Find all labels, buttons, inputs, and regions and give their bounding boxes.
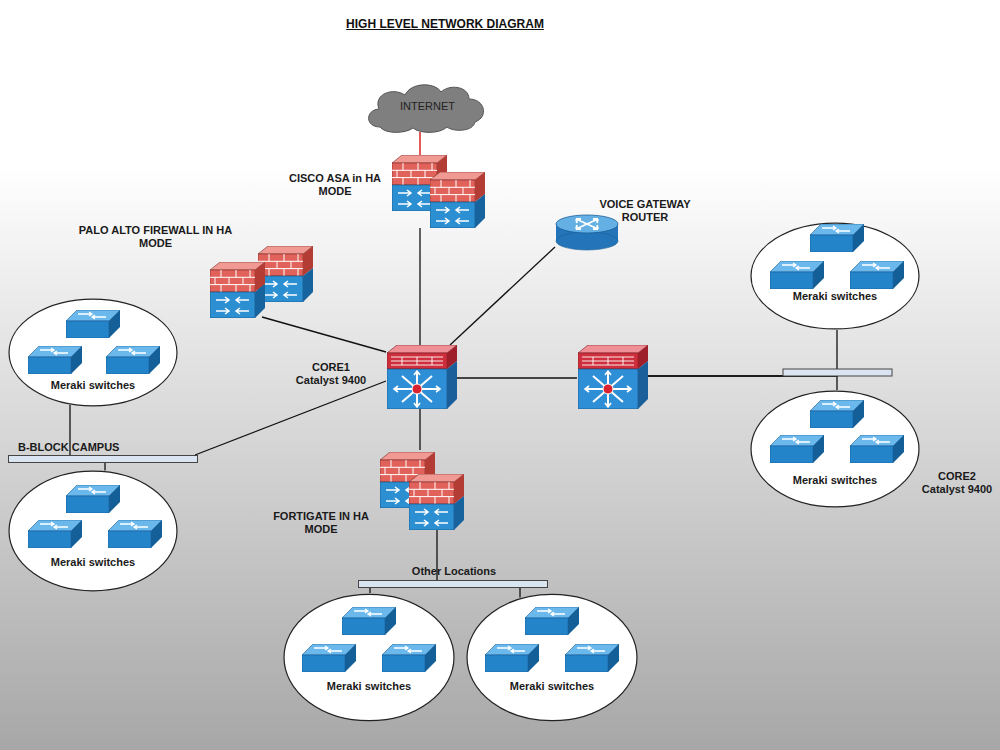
firewall-pair: CISCO ASA in HA MODE	[390, 155, 487, 228]
core-switch: CORE1 Catalyst 9400	[386, 345, 456, 409]
firewall-icon	[430, 172, 485, 228]
node-label: B-BLOCK CAMPUS	[18, 441, 188, 454]
node-label: Meraki switches	[750, 290, 920, 303]
switch-group: Meraki switches	[8, 470, 178, 592]
node-label: Meraki switches	[466, 680, 638, 693]
network-link	[104, 463, 105, 471]
firewall-icon	[409, 474, 464, 530]
diagram-title: HIGH LEVEL NETWORK DIAGRAM	[300, 17, 590, 31]
ellipse-outline	[750, 222, 920, 330]
node-label: Other Locations	[359, 565, 549, 578]
node-label: Meraki switches	[750, 474, 920, 487]
network-link	[419, 228, 420, 345]
campus-bar: B-BLOCK CAMPUS	[8, 455, 198, 463]
internet-cloud: INTERNET	[365, 82, 490, 132]
node-label: CORE2 Catalyst 9400	[918, 470, 996, 496]
node-label: VOICE GATEWAY ROUTER	[593, 198, 697, 224]
network-link	[519, 588, 520, 598]
node-label: Meraki switches	[283, 680, 455, 693]
router-icon	[556, 215, 618, 250]
firewall-pair: PALO ALTO FIREWALL IN HA MODE	[208, 244, 314, 317]
firewall-icon	[210, 262, 265, 318]
network-link	[369, 588, 370, 593]
network-link	[262, 317, 386, 352]
node-label: PALO ALTO FIREWALL IN HA MODE	[68, 224, 243, 250]
node-label: Meraki switches	[8, 556, 178, 569]
network-link	[456, 377, 577, 378]
ellipse-shape	[751, 391, 919, 507]
core-switch: CORE2 Catalyst 9400	[577, 345, 647, 409]
ellipse-outline	[8, 470, 178, 592]
node-label: FORTIGATE IN HA MODE	[266, 510, 376, 536]
network-link	[436, 530, 437, 580]
node-label: Meraki switches	[8, 379, 178, 392]
ellipse-outline	[466, 593, 638, 722]
node-label: CORE1 Catalyst 9400	[292, 361, 370, 387]
switch-group: Meraki switches	[750, 390, 920, 508]
switch-group: Meraki switches	[8, 298, 178, 407]
network-link	[450, 247, 555, 345]
firewall-icon	[392, 155, 447, 211]
network-link	[419, 132, 420, 155]
core-switch-icon	[578, 345, 648, 409]
node-label: CISCO ASA in HA MODE	[282, 172, 388, 198]
node-label: INTERNET	[365, 100, 490, 113]
firewall-pair: FORTIGATE IN HA MODE	[378, 450, 465, 530]
firewall-icon	[380, 452, 435, 508]
ellipse-shape	[9, 471, 177, 591]
ellipse-outline	[750, 390, 920, 508]
ellipse-shape	[284, 594, 454, 720]
network-link	[647, 330, 837, 376]
router-node: VOICE GATEWAY ROUTER	[555, 212, 620, 252]
ellipse-outline	[283, 593, 455, 722]
network-link	[647, 376, 837, 390]
firewall-icon	[258, 246, 313, 302]
network-link	[419, 409, 420, 450]
ellipse-shape	[751, 223, 919, 329]
switch-group: Meraki switches	[283, 593, 455, 722]
network-link	[69, 405, 70, 455]
core-switch-icon	[387, 345, 457, 409]
ellipse-shape	[467, 594, 637, 720]
locations-bar: Other Locations	[358, 580, 548, 588]
switch-group: Meraki switches	[466, 593, 638, 722]
network-link	[195, 381, 386, 455]
switch-group: Meraki switches	[750, 222, 920, 330]
